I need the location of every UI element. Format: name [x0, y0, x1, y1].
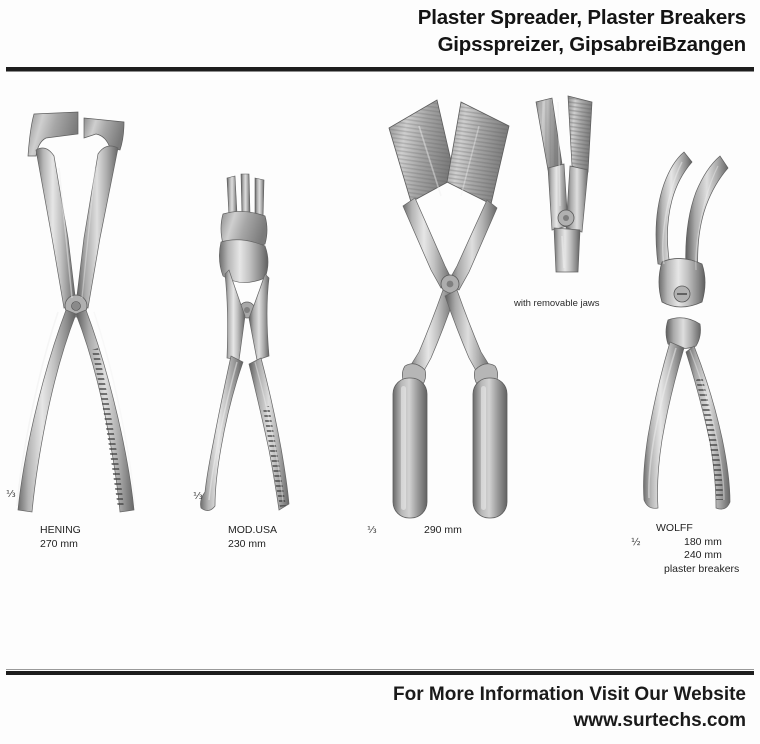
- footer-website-url[interactable]: www.surtechs.com: [573, 710, 746, 731]
- caption-wolff-note: plaster breakers: [664, 562, 740, 575]
- header-title-de: Gipsspreizer, GipsabreiBzangen: [437, 33, 747, 56]
- instrument-plate: ⅓ HENING 270 mm: [0, 72, 760, 652]
- caption-wolff-size: 180 mm: [684, 535, 722, 548]
- figure-hening-plaster-spreader: ⅓: [6, 98, 146, 518]
- caption-hening-size: 270 mm: [40, 537, 78, 550]
- header-divider: [6, 67, 754, 72]
- header-title-en: Plaster Spreader, Plaster Breakers: [417, 6, 746, 29]
- caption-wolff-size2: 240 mm: [684, 549, 722, 561]
- figure-removable-jaws-detail: [518, 86, 618, 296]
- caption-mod-usa-size: 230 mm: [228, 537, 266, 550]
- caption-wolff: WOLFF 180 mm 240 mm plaster breakers: [656, 522, 739, 576]
- scale-mark-290: ⅓: [367, 525, 377, 536]
- page-footer: For More Information Visit Our Website w…: [393, 682, 746, 734]
- caption-290: 290 mm: [424, 524, 462, 538]
- caption-290-size: 290 mm: [424, 524, 462, 536]
- footer-info-text: For More Information Visit Our Website: [393, 684, 746, 705]
- figure-plaster-spreader-290: ⅓: [367, 86, 525, 536]
- page-header: Plaster Spreader, Plaster Breakers Gipss…: [418, 4, 746, 58]
- caption-hening: HENING 270 mm: [40, 524, 81, 551]
- caption-wolff-name: WOLFF: [656, 522, 693, 534]
- caption-hening-name: HENING: [40, 524, 81, 536]
- footer-divider: [6, 669, 754, 675]
- figure-wolff-plaster-breaker: ½: [628, 144, 760, 548]
- caption-mod-usa: MOD.USA 230 mm: [228, 524, 277, 551]
- scale-mark-hening: ⅓: [6, 489, 16, 500]
- scale-mark-wolff: ½: [631, 537, 641, 548]
- caption-removable-jaws: with removable jaws: [514, 298, 600, 309]
- figure-mod-usa-plaster-spreader: ⅓: [185, 170, 315, 518]
- caption-mod-usa-name: MOD.USA: [228, 524, 278, 536]
- scale-mark-mod-usa: ⅓: [193, 491, 203, 502]
